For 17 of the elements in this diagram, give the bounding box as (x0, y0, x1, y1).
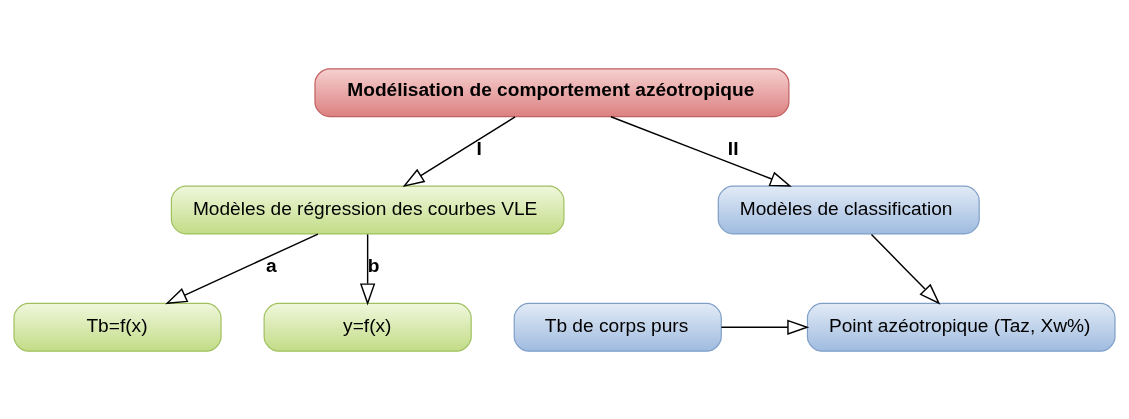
node-box: y=f(x) (263, 302, 472, 352)
node-box: Modèles de classification (717, 184, 980, 235)
edge-label: b (367, 254, 380, 276)
arrow (402, 115, 516, 187)
node-box: Modèles de régression des courbes VLE (170, 184, 565, 235)
arrow (359, 233, 376, 305)
edge-label: a (265, 254, 277, 276)
arrow (165, 232, 319, 304)
node-box: Modélisation de comportement azéotropique (314, 67, 790, 117)
arrow (870, 233, 941, 305)
edge-label: II (727, 137, 739, 159)
arrow (720, 319, 810, 335)
node-box: Point azéotropique (Taz, Xw%) (806, 302, 1116, 352)
node-box: Tb=f(x) (13, 302, 222, 352)
arrow (610, 115, 792, 187)
edge-label: I (476, 137, 482, 159)
node-box: Tb de corps purs (513, 302, 722, 352)
